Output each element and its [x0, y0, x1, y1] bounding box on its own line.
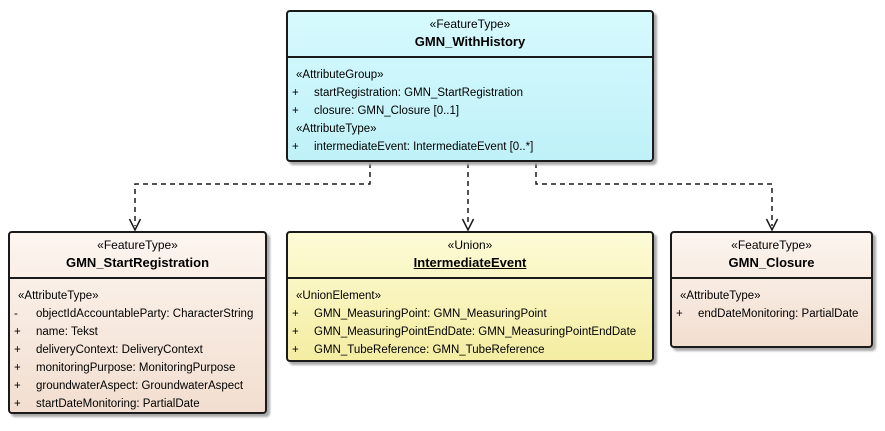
attribute-text: monitoringPurpose: MonitoringPurpose: [36, 362, 236, 374]
attribute-group-label: «AttributeType»: [680, 290, 761, 302]
attribute-row: + GMN_MeasuringPoint: GMN_MeasuringPoint: [288, 305, 652, 323]
stereotype-label: «FeatureType»: [731, 238, 812, 252]
attributes-compartment: «AttributeType» + endDateMonitoring: Part…: [672, 279, 871, 323]
attribute-text: startDateMonitoring: PartialDate: [36, 398, 200, 410]
attribute-text: closure: GMN_Closure [0..1]: [314, 105, 460, 117]
attributes-compartment: «AttributeGroup» + startRegistration: GMN…: [288, 58, 652, 156]
attribute-row: + closure: GMN_Closure [0..1]: [288, 102, 652, 120]
attribute-text: GMN_TubeReference: GMN_TubeReference: [314, 344, 545, 356]
class-name: GMN_WithHistory: [414, 34, 526, 49]
visibility-marker: +: [292, 326, 299, 338]
class-name: GMN_Closure: [728, 255, 815, 270]
attribute-row: + deliveryContext: DeliveryContext: [10, 341, 265, 359]
class-name: GMN_StartRegistration: [65, 255, 210, 270]
attribute-row: - objectIdAccountableParty: CharacterStri…: [10, 305, 265, 323]
attribute-row: + name: Tekst: [10, 323, 265, 341]
visibility-marker: +: [14, 362, 21, 374]
attribute-group-label: «UnionElement»: [296, 290, 382, 302]
visibility-marker: +: [14, 398, 21, 410]
attribute-text: GMN_MeasuringPoint: GMN_MeasuringPoint: [314, 308, 547, 320]
stereotype-label: «Union»: [447, 238, 493, 252]
open-arrowhead-icon: [765, 218, 779, 232]
dependency-connector-withhistory-to-startregistration[interactable]: [128, 163, 371, 232]
attribute-row: + intermediateEvent: IntermediateEvent [0…: [288, 138, 652, 156]
dependency-connector-withhistory-to-closure[interactable]: [535, 163, 779, 232]
open-arrowhead-icon: [128, 218, 142, 232]
visibility-marker: +: [292, 308, 299, 320]
visibility-marker: +: [292, 344, 299, 356]
class-name: IntermediateEvent: [413, 255, 527, 270]
open-arrowhead-icon: [461, 218, 475, 232]
class-box-intermediateevent[interactable]: «Union» IntermediateEvent «UnionElement»…: [286, 231, 654, 362]
attribute-text: endDateMonitoring: PartialDate: [698, 308, 859, 320]
class-header: «FeatureType» GMN_WithHistory: [288, 12, 652, 58]
attributes-compartment: «AttributeType» - objectIdAccountablePart…: [10, 279, 265, 412]
attribute-row: + monitoringPurpose: MonitoringPurpose: [10, 359, 265, 377]
dependency-connector-withhistory-to-intermediateevent[interactable]: [461, 163, 475, 232]
stereotype-label: «FeatureType»: [97, 238, 178, 252]
visibility-marker: +: [292, 105, 299, 117]
class-header: «FeatureType» GMN_StartRegistration: [10, 233, 265, 279]
attribute-row: + groundwaterAspect: GroundwaterAspect: [10, 377, 265, 395]
attributes-compartment: «UnionElement» + GMN_MeasuringPoint: GMN_…: [288, 279, 652, 359]
attribute-row: + GMN_MeasuringPointEndDate: GMN_Measurin…: [288, 323, 652, 341]
visibility-marker: +: [14, 326, 21, 338]
attribute-group-label: «AttributeType»: [18, 290, 99, 302]
visibility-marker: -: [14, 308, 18, 320]
attribute-row: + startRegistration: GMN_StartRegistratio…: [288, 84, 652, 102]
attribute-group-label: «AttributeType»: [296, 123, 377, 135]
visibility-marker: +: [292, 141, 299, 153]
class-header: «FeatureType» GMN_Closure: [672, 233, 871, 279]
attribute-text: objectIdAccountableParty: CharacterStrin…: [36, 308, 254, 320]
class-box-gmn-withhistory[interactable]: «FeatureType» GMN_WithHistory «Attribute…: [286, 10, 654, 162]
visibility-marker: +: [676, 308, 683, 320]
attribute-text: GMN_MeasuringPointEndDate: GMN_Measuring…: [314, 326, 637, 338]
class-box-gmn-closure[interactable]: «FeatureType» GMN_Closure «AttributeType…: [670, 231, 873, 348]
visibility-marker: +: [14, 344, 21, 356]
attribute-text: deliveryContext: DeliveryContext: [36, 344, 203, 356]
visibility-marker: +: [14, 380, 21, 392]
class-box-gmn-startregistration[interactable]: «FeatureType» GMN_StartRegistration «Att…: [8, 231, 267, 414]
class-header: «Union» IntermediateEvent: [288, 233, 652, 279]
attribute-text: name: Tekst: [36, 326, 98, 338]
attribute-row: + endDateMonitoring: PartialDate: [672, 305, 871, 323]
stereotype-label: «FeatureType»: [429, 17, 511, 31]
attribute-row: + startDateMonitoring: PartialDate: [10, 395, 265, 412]
visibility-marker: +: [292, 87, 299, 99]
attribute-row: + GMN_TubeReference: GMN_TubeReference: [288, 341, 652, 359]
attribute-text: startRegistration: GMN_StartRegistration: [314, 87, 523, 99]
attribute-text: groundwaterAspect: GroundwaterAspect: [36, 380, 244, 392]
attribute-group-label: «AttributeGroup»: [296, 69, 384, 81]
attribute-text: intermediateEvent: IntermediateEvent [0.…: [314, 141, 534, 153]
